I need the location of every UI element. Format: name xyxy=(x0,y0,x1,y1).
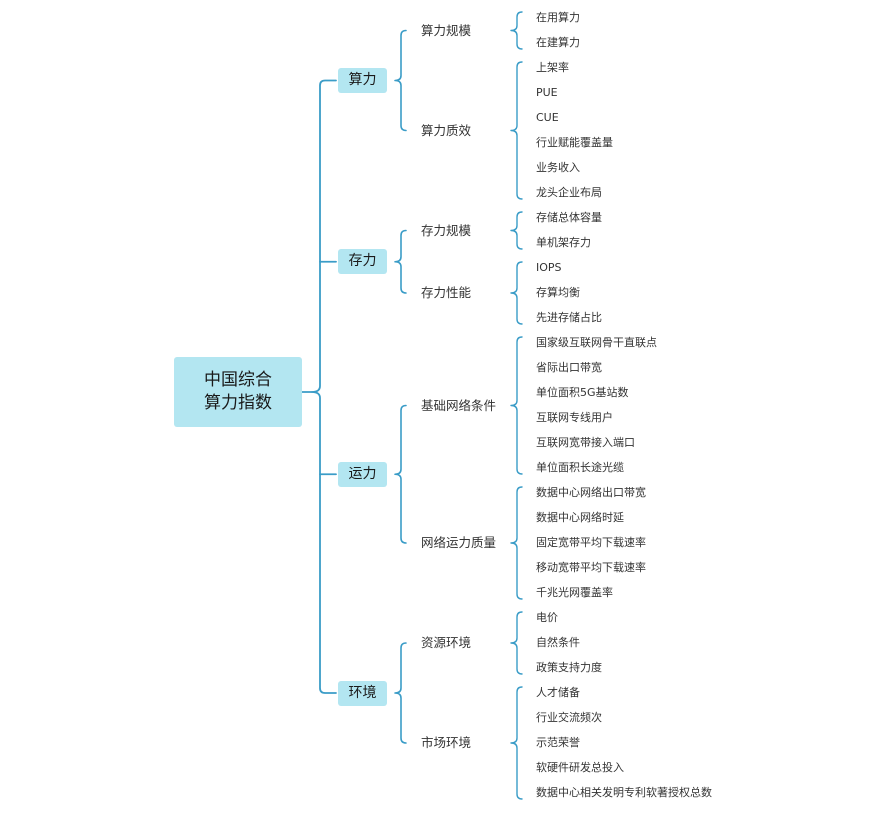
leaf-2-0-0[interactable]: 国家级互联网骨干直联点 xyxy=(536,336,657,349)
subcategory-3-0[interactable]: 资源环境 xyxy=(421,635,472,650)
category-0[interactable]: 算力 xyxy=(338,68,387,93)
leaf-3-1-2[interactable]: 示范荣誉 xyxy=(536,736,580,749)
root-title-line1: 中国综合 xyxy=(204,370,272,390)
category-3[interactable]: 环境 xyxy=(338,680,387,706)
leaf-0-0-1[interactable]: 在建算力 xyxy=(536,36,580,49)
root-title-line2: 算力指数 xyxy=(204,393,272,413)
leaf-2-0-4[interactable]: 互联网宽带接入端口 xyxy=(536,436,635,449)
root-node[interactable]: 中国综合 算力指数 xyxy=(174,357,302,427)
brace-l2-3-1 xyxy=(510,686,523,800)
subcategory-0-1[interactable]: 算力质效 xyxy=(421,122,472,138)
brace-l2-0-1 xyxy=(510,61,523,200)
leaf-3-0-0[interactable]: 电价 xyxy=(536,611,558,624)
leaf-1-1-0[interactable]: IOPS xyxy=(536,261,562,274)
category-1[interactable]: 存力 xyxy=(338,249,387,275)
leaf-2-1-2[interactable]: 固定宽带平均下载速率 xyxy=(536,536,646,549)
leaf-3-0-1[interactable]: 自然条件 xyxy=(536,636,580,649)
leaf-2-1-1[interactable]: 数据中心网络时延 xyxy=(536,511,624,524)
subcategory-3-1[interactable]: 市场环境 xyxy=(421,735,472,750)
brace-l2-1-0 xyxy=(510,211,523,250)
subcategory-2-0[interactable]: 基础网络条件 xyxy=(421,397,497,413)
leaf-0-1-3[interactable]: 行业赋能覆盖量 xyxy=(536,136,613,149)
brace-l2-2-0 xyxy=(510,336,523,475)
brace-root xyxy=(311,79,337,694)
brace-l1-1 xyxy=(394,229,407,294)
leaf-3-1-3[interactable]: 软硬件研发总投入 xyxy=(536,761,624,774)
leaf-1-0-1[interactable]: 单机架存力 xyxy=(536,236,591,249)
brace-l1-2 xyxy=(394,404,407,544)
leaf-2-1-0[interactable]: 数据中心网络出口带宽 xyxy=(536,486,646,499)
leaf-0-1-2[interactable]: CUE xyxy=(536,111,559,124)
brace-l2-2-1 xyxy=(510,486,523,600)
leaf-1-1-1[interactable]: 存算均衡 xyxy=(536,286,580,299)
category-2[interactable]: 运力 xyxy=(338,461,387,487)
leaf-1-1-2[interactable]: 先进存储占比 xyxy=(536,311,602,324)
subcategory-0-0[interactable]: 算力规模 xyxy=(421,22,472,38)
subcategory-2-1[interactable]: 网络运力质量 xyxy=(421,535,497,550)
leaf-0-0-0[interactable]: 在用算力 xyxy=(536,11,580,24)
leaf-3-1-4[interactable]: 数据中心相关发明专利软著授权总数 xyxy=(536,786,712,799)
subcategory-1-0[interactable]: 存力规模 xyxy=(421,222,472,238)
subcategory-1-1[interactable]: 存力性能 xyxy=(421,285,472,300)
leaf-2-0-2[interactable]: 单位面积5G基站数 xyxy=(536,386,629,399)
brace-l1-3 xyxy=(394,642,407,744)
leaf-2-0-1[interactable]: 省际出口带宽 xyxy=(536,361,602,374)
leaf-0-1-4[interactable]: 业务收入 xyxy=(536,161,580,174)
leaf-2-1-3[interactable]: 移动宽带平均下载速率 xyxy=(536,561,646,574)
brace-l2-3-0 xyxy=(510,611,523,675)
leaf-3-1-1[interactable]: 行业交流频次 xyxy=(536,711,602,724)
leaf-2-0-5[interactable]: 单位面积长途光缆 xyxy=(536,461,624,474)
leaf-1-0-0[interactable]: 存储总体容量 xyxy=(536,211,602,224)
brace-l2-0-0 xyxy=(510,11,523,50)
brace-l2-1-1 xyxy=(510,261,523,325)
leaf-2-0-3[interactable]: 互联网专线用户 xyxy=(536,411,613,424)
leaf-0-1-5[interactable]: 龙头企业布局 xyxy=(536,186,602,199)
leaf-3-1-0[interactable]: 人才储备 xyxy=(536,686,580,699)
leaf-3-0-2[interactable]: 政策支持力度 xyxy=(536,661,602,674)
leaf-0-1-0[interactable]: 上架率 xyxy=(536,61,569,74)
brace-l1-0 xyxy=(394,29,407,132)
leaf-2-1-4[interactable]: 千兆光网覆盖率 xyxy=(536,586,613,599)
leaf-0-1-1[interactable]: PUE xyxy=(536,86,558,99)
